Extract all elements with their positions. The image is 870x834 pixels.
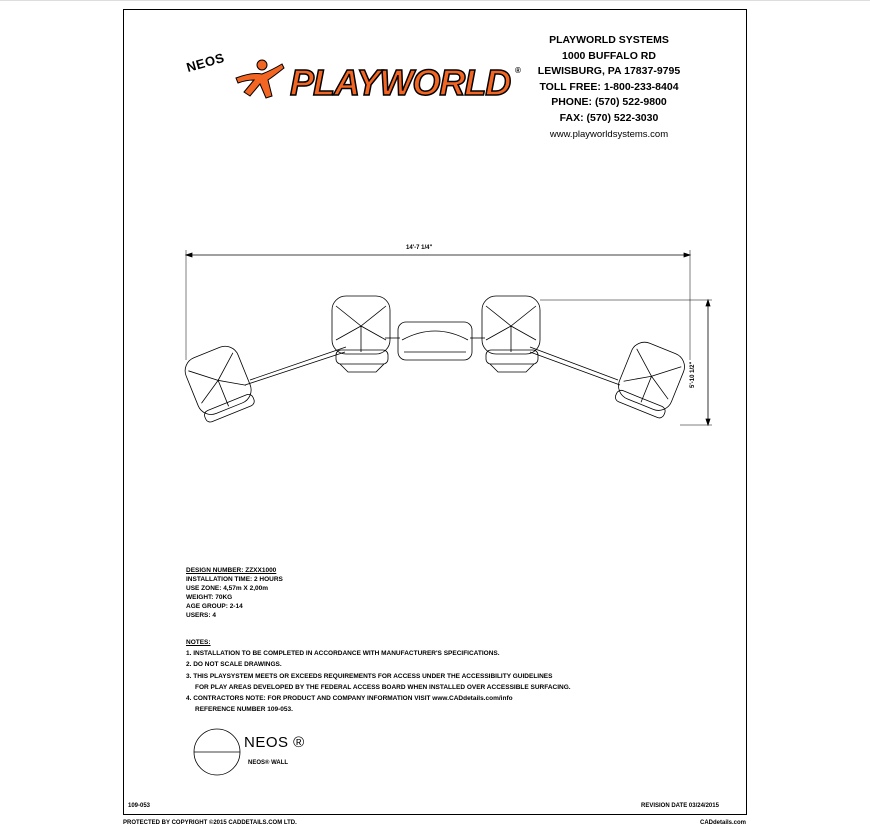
registered-mark: ®	[515, 66, 521, 75]
note-item: 4. CONTRACTORS NOTE: FOR PRODUCT AND COM…	[186, 695, 513, 703]
installation-time: INSTALLATION TIME: 2 HOURS	[186, 576, 283, 583]
design-number: DESIGN NUMBER: ZZXX1000	[186, 567, 277, 574]
note-item: FOR PLAY AREAS DEVELOPED BY THE FEDERAL …	[195, 683, 571, 691]
company-address-block: PLAYWORLD SYSTEMS 1000 BUFFALO RD LEWISB…	[530, 33, 688, 142]
width-dimension-label: 14'-7 1/4"	[406, 245, 433, 251]
use-zone: USE ZONE: 4,57m X 2,00m	[186, 585, 269, 592]
note-item: 2. DO NOT SCALE DRAWINGS.	[186, 661, 282, 669]
playworld-brand-logo: PLAYWORLD	[289, 61, 512, 104]
symbol-title: NEOS ®	[244, 734, 305, 751]
notes-heading: NOTES:	[186, 639, 211, 646]
company-website: www.playworldsystems.com	[549, 128, 669, 140]
top-border-line	[0, 0, 870, 1]
age-group: AGE GROUP: 2-14	[186, 603, 243, 610]
revision-date: REVISION DATE 03/24/2015	[641, 803, 719, 809]
depth-dimension-label: 5'-10 1/2"	[690, 361, 696, 388]
drawing-code: 109-053	[128, 803, 151, 809]
note-item: 3. THIS PLAYSYSTEM MEETS OR EXCEEDS REQU…	[186, 672, 553, 680]
company-toll-free: TOLL FREE: 1-800-233-8404	[539, 80, 679, 93]
notes-block: NOTES: 1. INSTALLATION TO BE COMPLETED I…	[186, 637, 571, 715]
company-name: PLAYWORLD SYSTEMS	[549, 34, 669, 46]
playworld-figure-icon	[235, 59, 285, 99]
symbol-subtitle: NEOS® WALL	[248, 760, 289, 766]
weight: WEIGHT: 70KG	[186, 594, 233, 601]
company-city: LEWISBURG, PA 17837-9795	[537, 65, 681, 78]
section-symbol-circle	[193, 728, 241, 776]
company-street: 1000 BUFFALO RD	[562, 49, 656, 62]
drawing-sheet-border	[123, 9, 747, 815]
copyright-notice: PROTECTED BY COPYRIGHT ©2015 CADDETAILS.…	[123, 820, 297, 826]
users: USERS: 4	[186, 612, 216, 619]
note-item: 1. INSTALLATION TO BE COMPLETED IN ACCOR…	[186, 650, 500, 658]
design-info-block: DESIGN NUMBER: ZZXX1000 INSTALLATION TIM…	[186, 566, 283, 620]
company-phone: PHONE: (570) 522-9800	[551, 96, 667, 109]
note-item: REFERENCE NUMBER 109-053.	[195, 706, 293, 714]
company-fax: FAX: (570) 522-3030	[559, 111, 659, 124]
caddetails-site: CADdetails.com	[700, 820, 747, 826]
